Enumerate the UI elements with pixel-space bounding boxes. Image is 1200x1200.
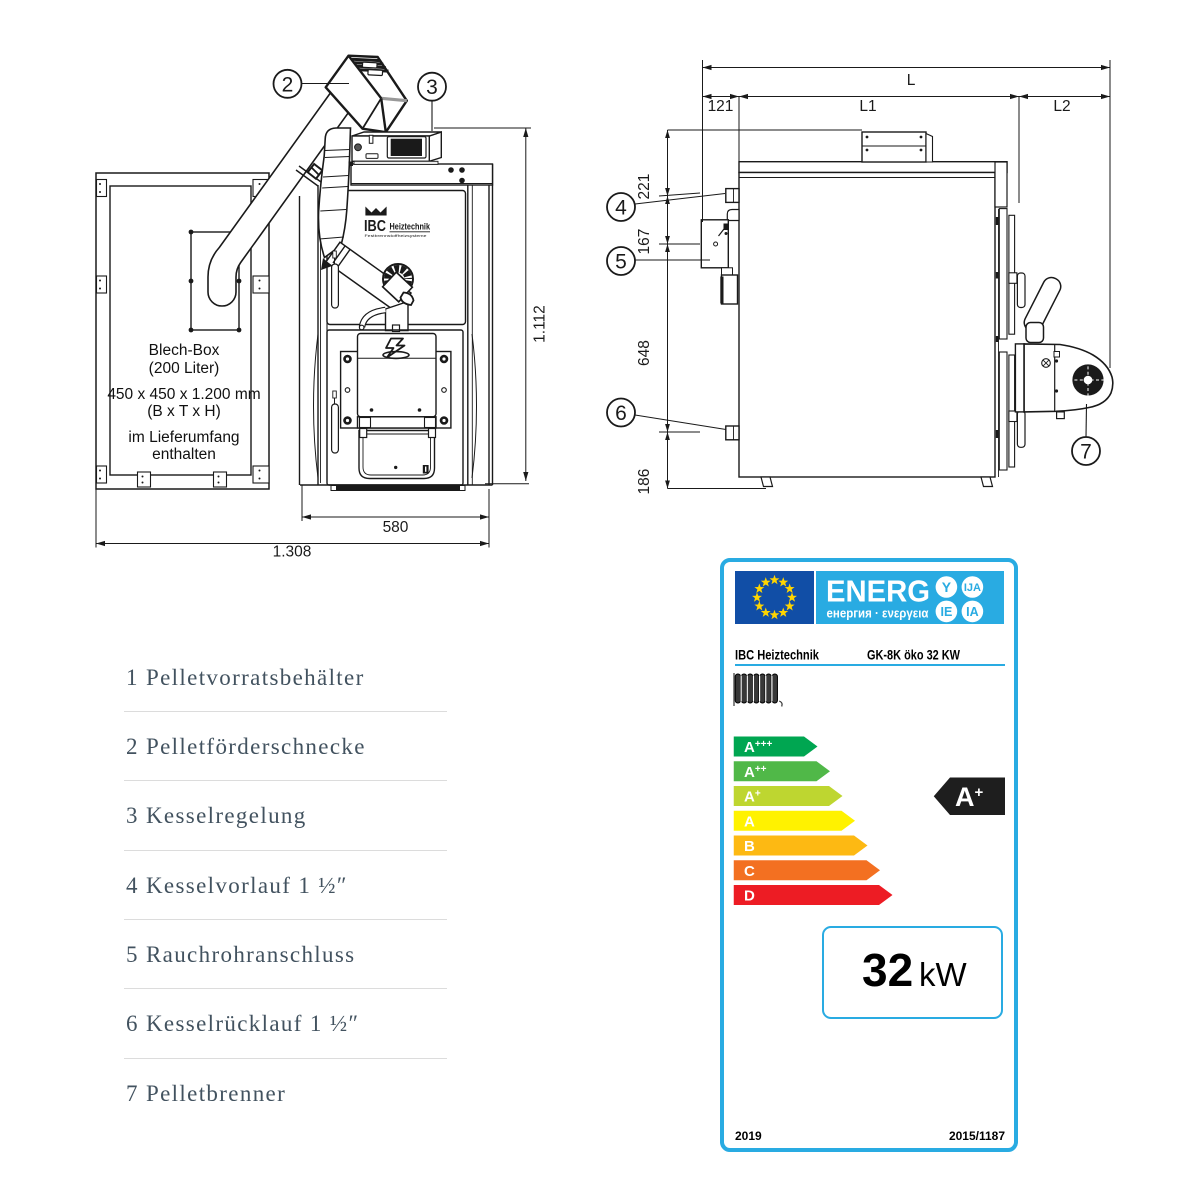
svg-text:648: 648 xyxy=(636,340,653,366)
svg-text:Festbrennstoffheizsysteme: Festbrennstoffheizsysteme xyxy=(365,234,427,238)
svg-text:IBC Heiztechnik: IBC Heiztechnik xyxy=(735,648,819,663)
svg-text:GK-8K öko 32 KW: GK-8K öko 32 KW xyxy=(867,648,960,663)
svg-text:D: D xyxy=(744,888,755,905)
svg-text:32: 32 xyxy=(862,944,913,996)
svg-text:167: 167 xyxy=(636,229,653,255)
svg-text:C: C xyxy=(744,863,755,880)
svg-text:(200 Liter): (200 Liter) xyxy=(149,360,220,377)
svg-text:enthalten: enthalten xyxy=(152,446,216,463)
svg-text:3: 3 xyxy=(426,76,438,99)
svg-text:450 x 450 x 1.200 mm: 450 x 450 x 1.200 mm xyxy=(107,386,260,403)
svg-text:5: 5 xyxy=(615,251,627,274)
svg-text:IJA: IJA xyxy=(963,582,980,594)
svg-text:kW: kW xyxy=(919,956,968,993)
svg-text:L1: L1 xyxy=(859,98,876,115)
svg-text:7: 7 xyxy=(1080,441,1092,464)
svg-text:1.112: 1.112 xyxy=(532,305,549,343)
svg-text:Blech-Box: Blech-Box xyxy=(149,342,220,359)
svg-text:IA: IA xyxy=(966,605,979,619)
svg-text:ENERG: ENERG xyxy=(826,575,930,609)
svg-text:1.308: 1.308 xyxy=(273,544,312,561)
svg-text:6: 6 xyxy=(615,402,627,425)
svg-text:Heiztechnik: Heiztechnik xyxy=(390,222,431,232)
svg-text:IBC: IBC xyxy=(364,218,386,235)
svg-text:2: 2 xyxy=(282,73,294,96)
svg-text:(B x T x H): (B x T x H) xyxy=(147,403,221,420)
svg-text:енергия · ενεργεια: енергия · ενεργεια xyxy=(826,607,928,621)
svg-text:A: A xyxy=(744,813,755,830)
svg-text:Y: Y xyxy=(941,579,951,595)
svg-text:186: 186 xyxy=(636,469,653,495)
svg-text:580: 580 xyxy=(383,519,409,536)
svg-text:221: 221 xyxy=(636,174,653,200)
svg-text:im Lieferumfang: im Lieferumfang xyxy=(128,429,239,446)
svg-text:121: 121 xyxy=(708,98,734,115)
svg-text:L2: L2 xyxy=(1053,98,1070,115)
svg-text:L: L xyxy=(907,72,916,89)
svg-text:IE: IE xyxy=(940,605,952,619)
svg-text:B: B xyxy=(744,838,755,855)
svg-text:4: 4 xyxy=(615,197,627,220)
